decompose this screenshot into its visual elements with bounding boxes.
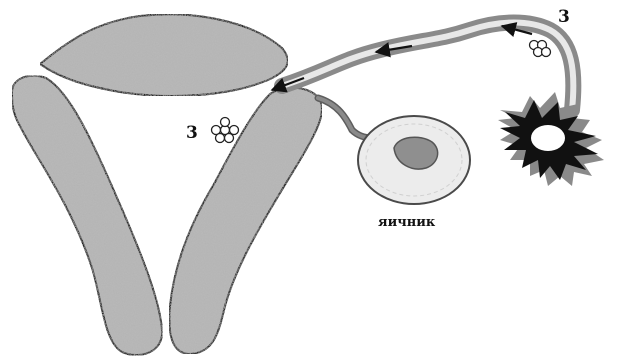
label-ovary: яичник	[378, 215, 436, 230]
label-egg-left: 3	[186, 123, 198, 143]
egg-cell-cluster-icon	[212, 118, 239, 143]
follicle-cavity	[531, 125, 565, 151]
uterus-fundus	[40, 14, 288, 96]
egg-cell-cluster-icon	[530, 41, 551, 57]
uterus-left-wall	[12, 76, 162, 355]
label-egg-top: 3	[558, 7, 570, 27]
